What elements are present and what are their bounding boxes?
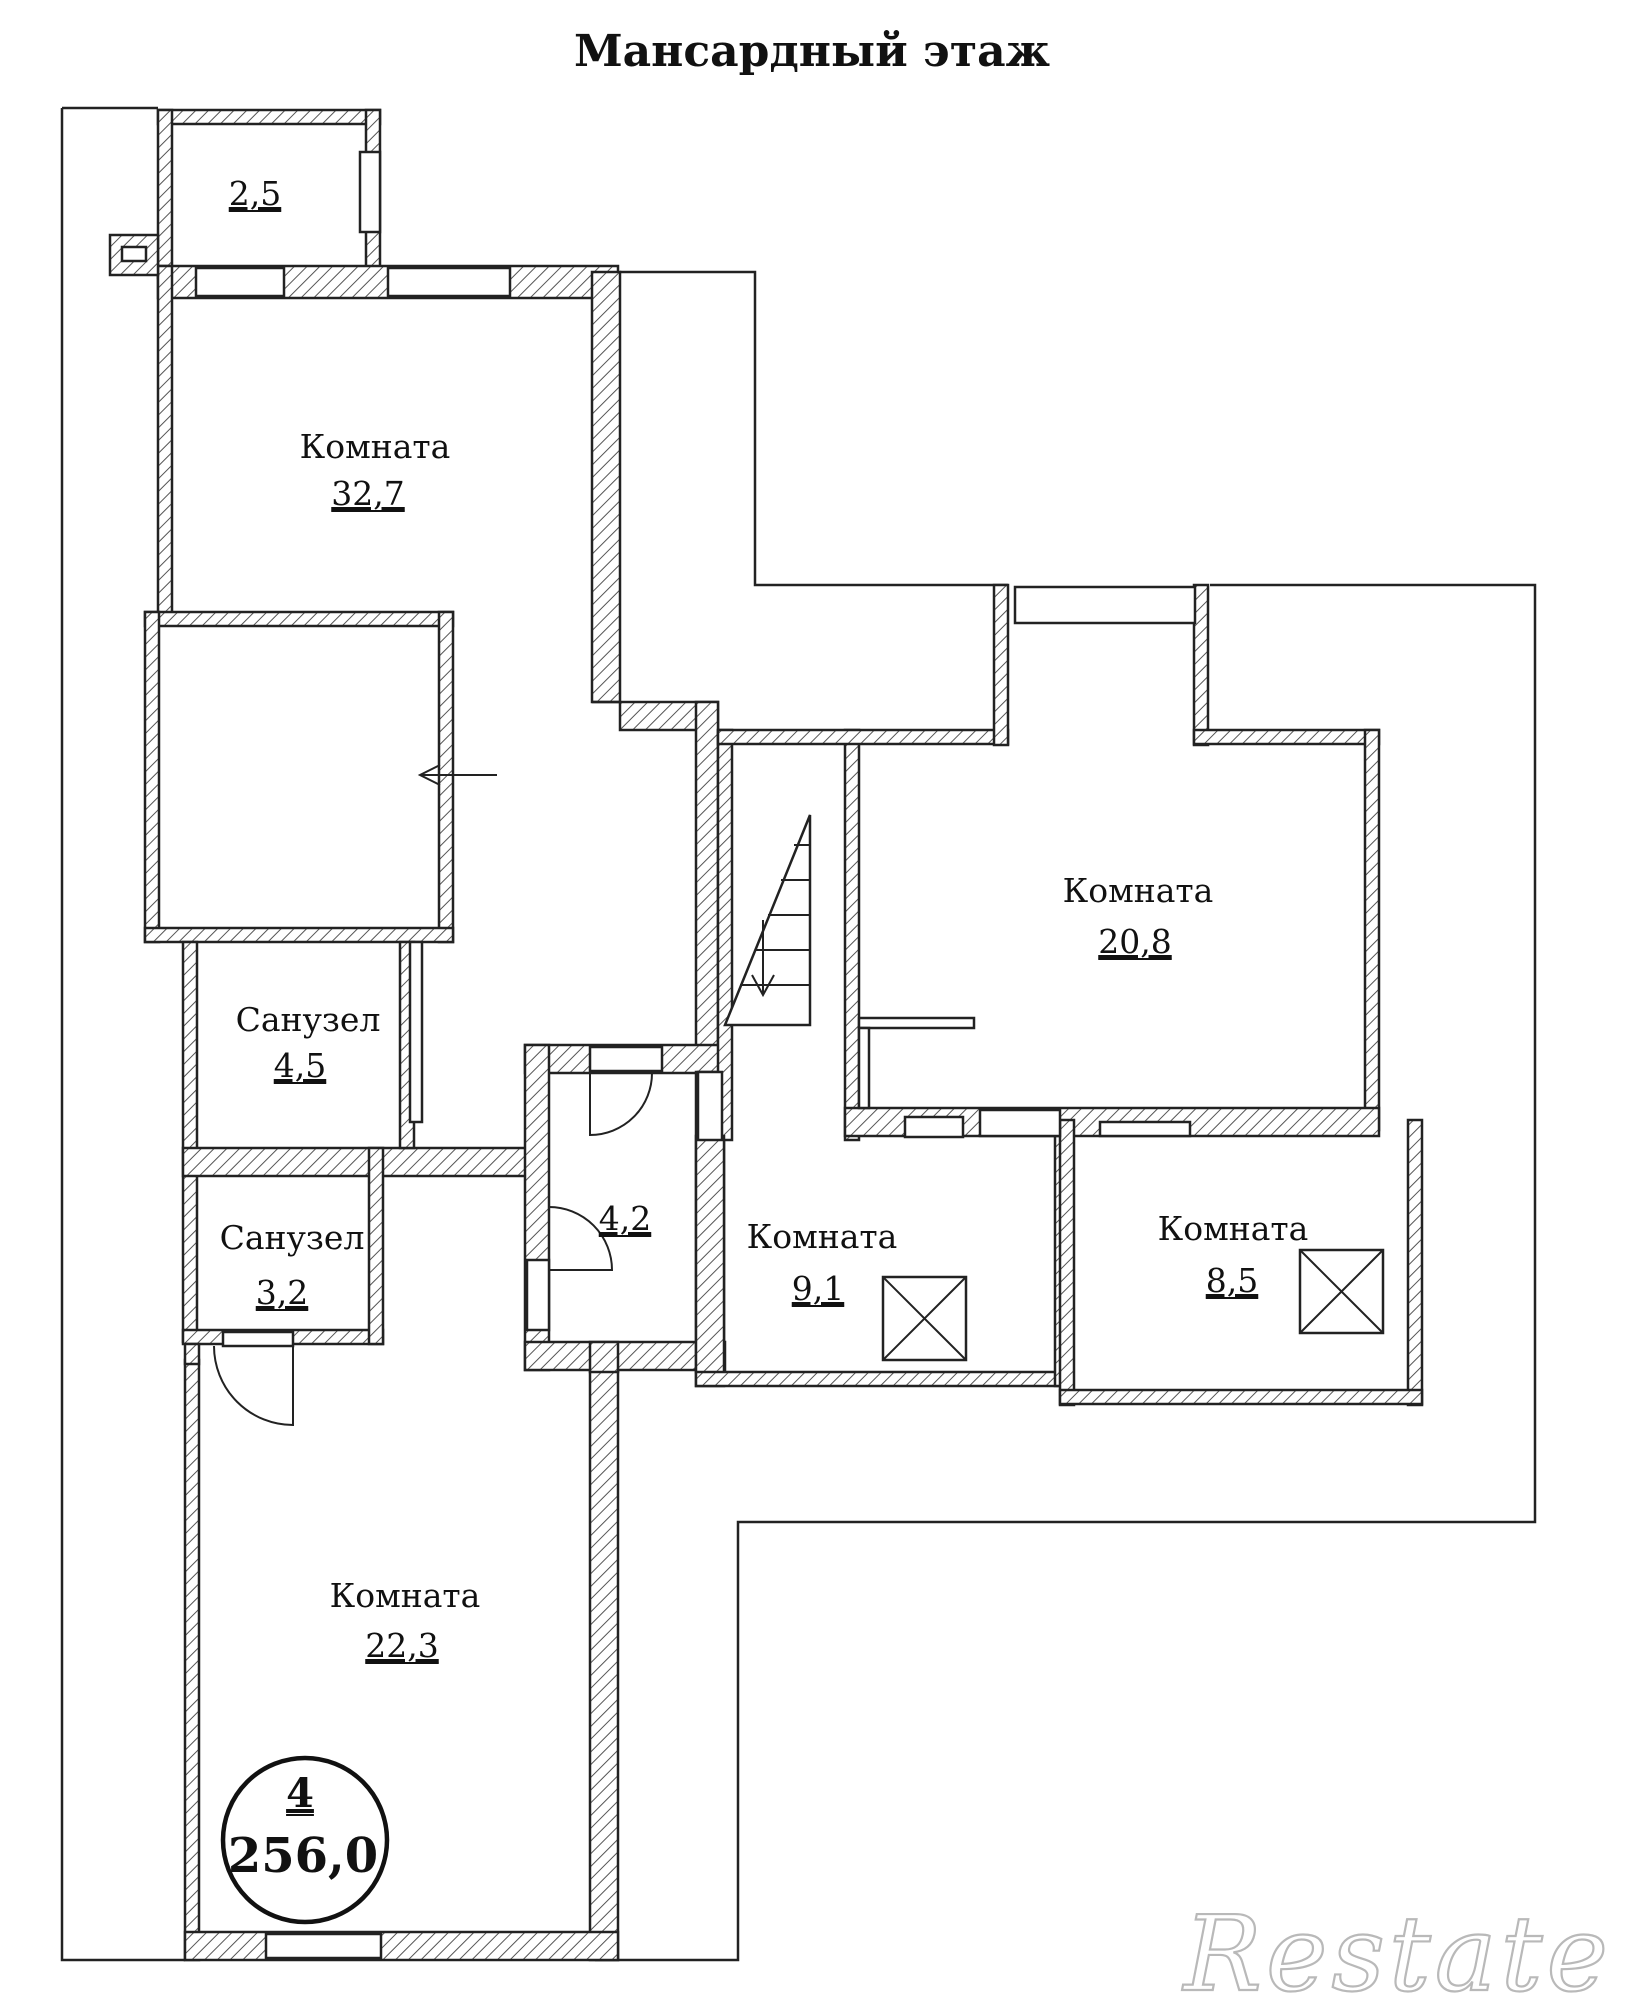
- room-name-3-2: Санузел: [220, 1218, 365, 1257]
- staircase: [417, 764, 812, 1027]
- vent-shaft-icon: [881, 1248, 1385, 1362]
- room-area-4-5: 4,5: [274, 1046, 326, 1085]
- room-name-4-5: Санузел: [236, 1000, 381, 1039]
- room-area-9-1: 9,1: [792, 1269, 844, 1308]
- total-area: 256,0: [228, 1828, 378, 1884]
- partition: [857, 1016, 976, 1110]
- roof-outline: [60, 106, 1537, 1962]
- room-area-20-8: 20,8: [1098, 922, 1171, 961]
- room-area-22-3: 22,3: [365, 1626, 438, 1665]
- room-area-32-7: 32,7: [331, 474, 404, 513]
- room-area-2-5: 2,5: [229, 174, 281, 213]
- room-area-8-5: 8,5: [1206, 1261, 1258, 1300]
- watermark: Restate: [1182, 1893, 1612, 2000]
- windows: [194, 150, 1197, 1960]
- room-area-3-2: 3,2: [256, 1273, 308, 1312]
- room-labels: 2,5 Комната 32,7 Санузел 4,5 Санузел 3,2…: [220, 174, 1309, 1665]
- room-name-8-5: Комната: [1158, 1209, 1309, 1248]
- floor-number: 4: [286, 1770, 314, 1817]
- room-area-4-2: 4,2: [599, 1199, 651, 1238]
- chimney-icon: [108, 233, 965, 1139]
- room-name-32-7: Комната: [300, 427, 451, 466]
- doors: [213, 940, 653, 1427]
- floor-title: Мансардный этаж: [574, 26, 1050, 77]
- room-name-20-8: Комната: [1063, 871, 1214, 910]
- room-name-9-1: Комната: [747, 1217, 898, 1256]
- room-name-22-3: Комната: [330, 1576, 481, 1615]
- floor-summary-badge: 4 256,0: [220, 1755, 390, 1925]
